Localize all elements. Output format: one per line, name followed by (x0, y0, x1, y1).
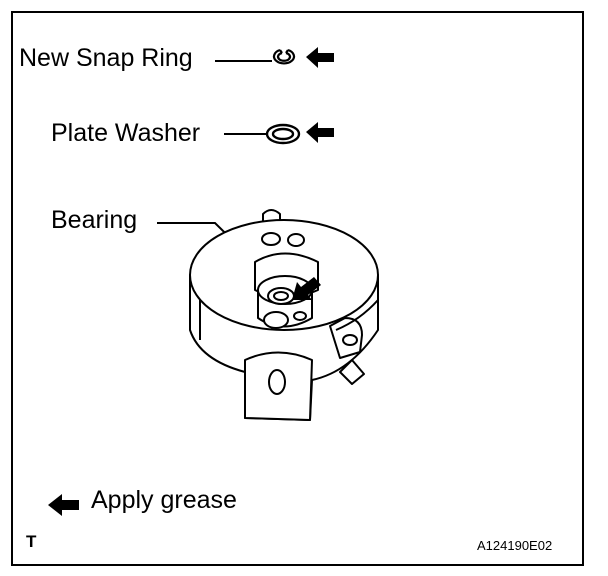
bearing-label: Bearing (51, 206, 138, 234)
snap-ring-part (272, 48, 296, 65)
plate-washer-part (265, 123, 301, 145)
legend-arrow-icon (48, 494, 79, 516)
legend-label: Apply grease (91, 486, 237, 514)
housing-part (189, 209, 379, 421)
grease-arrow-icon (306, 122, 334, 143)
corner-mark: T (26, 532, 37, 551)
plate-washer-label: Plate Washer (51, 119, 201, 147)
snap-ring-label: New Snap Ring (19, 44, 193, 72)
figure-code: A124190E02 (477, 538, 553, 553)
grease-arrow-icon (292, 277, 321, 300)
grease-arrow-icon (306, 47, 334, 68)
